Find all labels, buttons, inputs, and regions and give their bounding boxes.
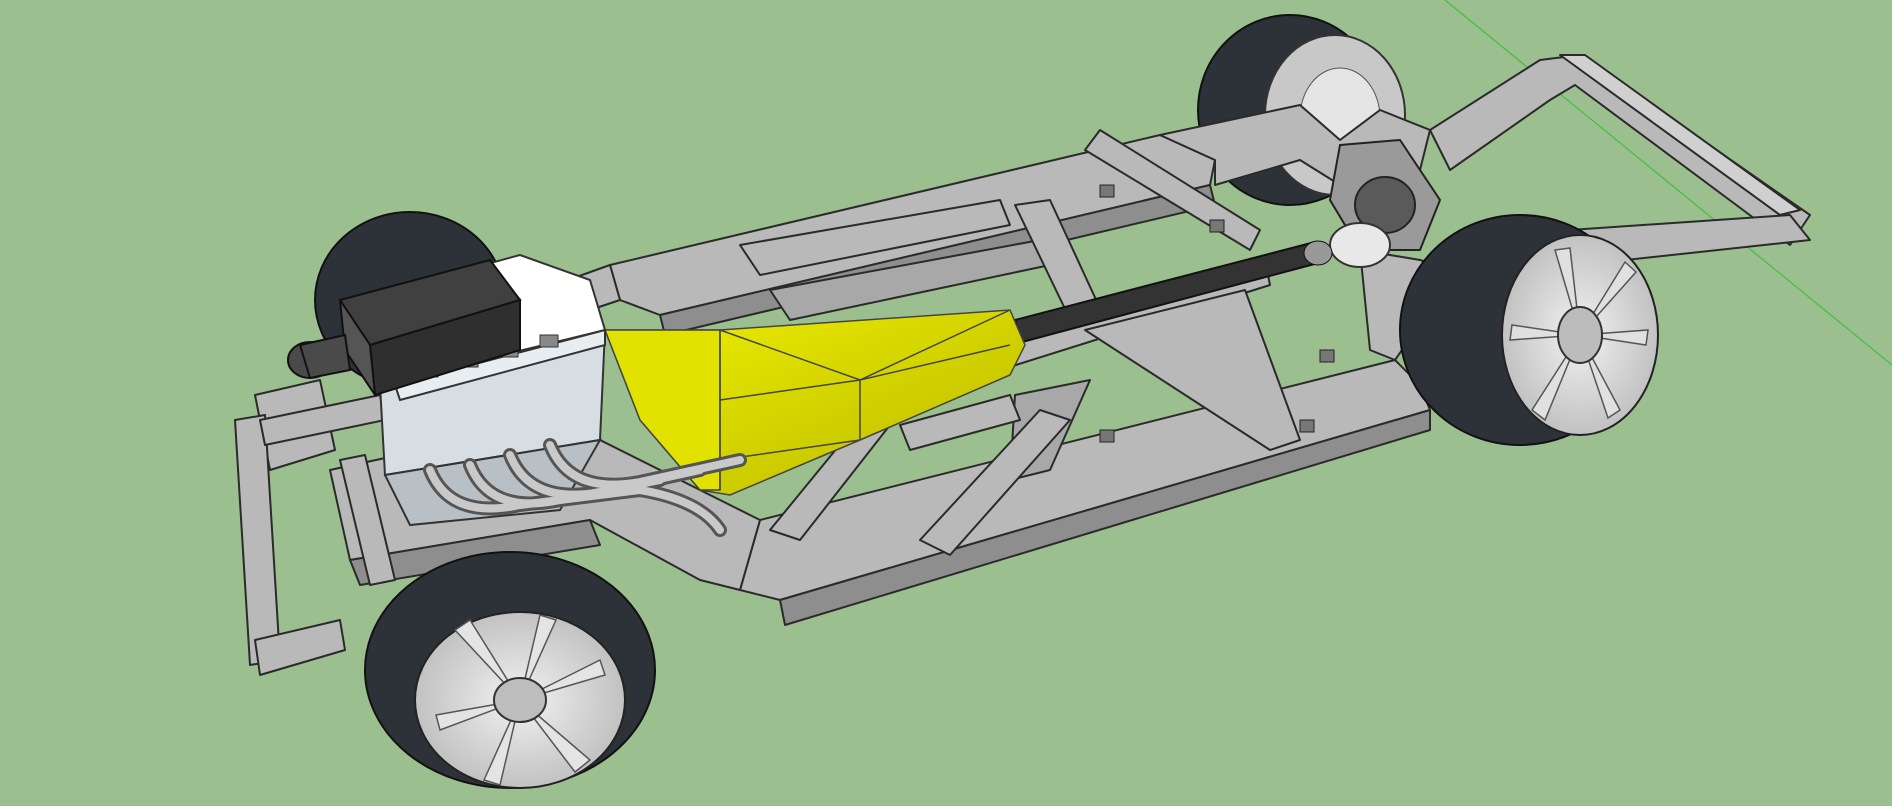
intake-airbox[interactable] — [287, 258, 522, 397]
front-right-wheel[interactable] — [364, 551, 656, 789]
transmission-bellhousing[interactable] — [603, 309, 1026, 496]
rear-right-wheel[interactable] — [1399, 214, 1659, 446]
differential[interactable] — [1328, 138, 1442, 268]
exhaust-headers-highlight — [426, 441, 744, 534]
green-axis-line — [1444, 0, 1892, 366]
tube-frame[interactable] — [234, 54, 1811, 676]
frame-tabs — [1099, 184, 1335, 443]
